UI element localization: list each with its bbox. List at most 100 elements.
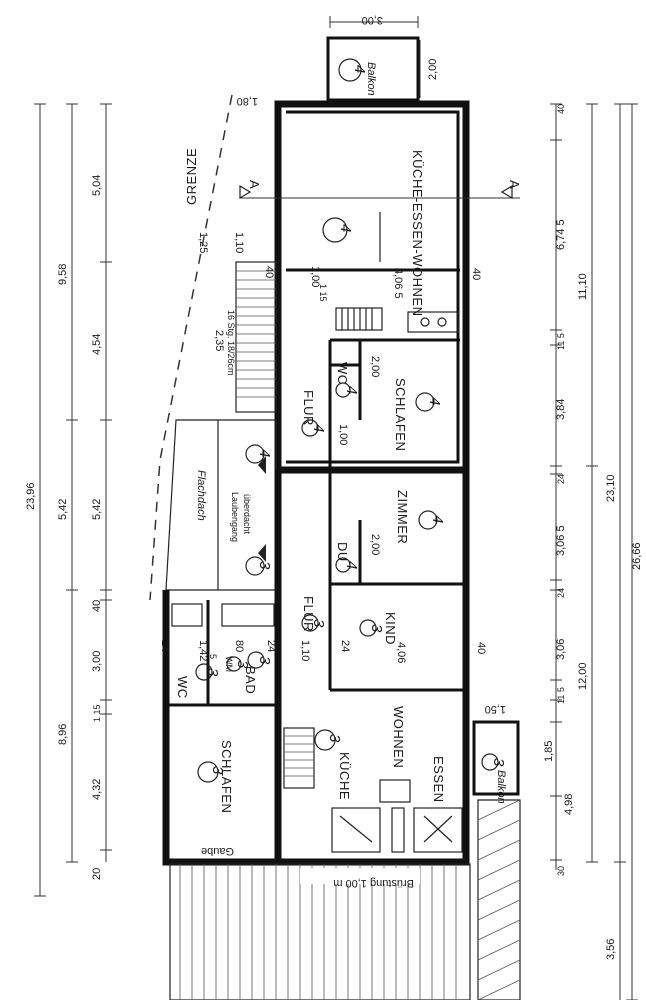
section-a-right: A <box>507 180 522 189</box>
outdoor-stairs <box>235 261 277 413</box>
unit-num-balkon-top: 4 <box>351 65 368 73</box>
dim-d-110b: 1,10 <box>299 640 311 661</box>
dim-left-mid-2: 5,42 <box>57 499 69 520</box>
unit-num-wm: 3 <box>234 660 251 669</box>
balkon-top <box>326 36 420 102</box>
unit-num-wc-lower: 3 <box>204 668 221 677</box>
label-balkon-top: Balkon <box>365 62 377 96</box>
dim-left-inner-4: 40 <box>91 600 103 612</box>
dim-d-100a: 1,00 <box>309 266 321 287</box>
dim-right-inner-1: 40 <box>556 104 566 114</box>
dim-right-inner-11: 4,98 <box>563 794 575 815</box>
room-bad: BAD <box>243 666 258 694</box>
dim-left-inner-7: 4,32 <box>91 779 103 800</box>
dim-d-24c: 24 <box>339 640 351 652</box>
dim-d-100b: 1,00 <box>337 424 349 445</box>
dim-right-outer-1: 23,10 <box>605 474 617 502</box>
dim-balkon-top-width: 3,00 <box>362 14 383 26</box>
dim-right-inner-4: 3,84 <box>555 399 567 420</box>
unit-num-zimmer: 4 <box>429 515 446 523</box>
dim-right-inner-8: 3,06 <box>555 639 567 660</box>
dim-d-125: 1,25 <box>197 232 209 253</box>
dim-right-inner-2: 6,74 5 <box>555 219 567 250</box>
dim-d-24a: 24 <box>159 640 171 652</box>
dim-balkon-top-depth: 2,00 <box>427 59 439 80</box>
dim-left-mid-1: 9,58 <box>57 264 69 285</box>
label-flachdach: Flachdach <box>195 470 207 521</box>
unit-num-schlafen-lower: 3 <box>209 766 226 775</box>
section-a-left: A <box>247 180 262 189</box>
dim-top-offset: 1,80 <box>237 95 258 107</box>
label-grenze: GRENZE <box>184 148 199 205</box>
dim-right-mid-1: 11,10 <box>577 273 589 300</box>
unit-num-kew: 4 <box>337 224 354 232</box>
unit-circle-kew <box>322 217 348 243</box>
dim-left-inner-2: 4,54 <box>91 334 103 355</box>
label-stairs: 16 Stg. 18/26cm <box>226 310 236 376</box>
dim-d-40a: 40 <box>263 266 275 278</box>
unit-num-du: 4 <box>343 561 360 569</box>
dim-d-5: 5 <box>208 654 218 659</box>
unit-num-kind: 3 <box>368 624 385 633</box>
dim-right-outer-2: 26,66 <box>631 542 643 570</box>
room-zimmer: ZIMMER <box>395 490 410 544</box>
dim-d-80: 80 <box>233 640 245 652</box>
label-laubengang: Laubengang <box>230 492 240 542</box>
balkon-bottom <box>472 720 520 796</box>
dim-d-200a: 2,00 <box>369 356 381 377</box>
room-wm: WM <box>224 656 234 672</box>
dim-d-40c: 40 <box>475 642 487 654</box>
room-schlafen-lower: SCHLAFEN <box>219 740 234 813</box>
room-wohnen: WOHNEN <box>391 706 406 768</box>
label-ueberdacht: überdacht <box>242 494 252 535</box>
dim-d-115a: 1 15 <box>318 284 328 302</box>
dim-d-24b: 24 <box>265 640 277 652</box>
dim-right-inner-7: 24 <box>556 588 566 598</box>
dim-right-inner-12: 30 <box>556 866 566 876</box>
room-schlafen-upper: SCHLAFEN <box>393 378 408 451</box>
room-kueche: KÜCHE <box>337 752 352 800</box>
unit-num-flur-upper: 4 <box>310 424 327 432</box>
dim-right-inner-9: 11 5 <box>556 687 566 704</box>
unit-num-bad: 3 <box>256 656 273 665</box>
room-wc-lower: WC <box>175 676 190 699</box>
dim-right-inner-6: 3,06 5 <box>555 525 567 556</box>
dim-balkon-bottom-width: 1,50 <box>485 703 506 715</box>
dim-left-inner-6: 1 15 <box>92 704 102 722</box>
dim-d-142: 1,42 <box>197 640 209 661</box>
unit-circle-balkon-top <box>338 58 362 82</box>
dim-left-inner-1: 5,04 <box>91 175 103 196</box>
dim-d-406: 4,06 <box>395 642 407 663</box>
dim-d-40b: 40 <box>470 268 482 280</box>
room-flur-lower: FLUR <box>301 596 316 632</box>
unit-num-balkon-bottom: 3 <box>490 758 507 767</box>
dim-left-inner-5: 3,00 <box>91 651 103 672</box>
unit-num-flachdach-3: 3 <box>256 561 273 570</box>
unit-num-kueche: 3 <box>326 734 343 743</box>
dim-d-110: 1,10 <box>233 232 245 253</box>
dim-right-mid-2: 12,00 <box>577 662 589 690</box>
label-bruestung: Brüstung 1,00 m <box>333 877 414 889</box>
room-wc-upper: WC <box>335 362 350 385</box>
dim-left-inner-3: 5,42 <box>91 499 103 520</box>
dim-right-inner-3: 11 5 <box>556 333 566 350</box>
dim-d-4065a: 4,06 5 <box>392 268 404 299</box>
unit-num-schlafen-upper: 4 <box>426 397 443 405</box>
dim-left-outer: 23,96 <box>25 482 37 510</box>
unit-num-wc-upper: 4 <box>343 386 360 394</box>
lower-unit-walls <box>162 590 470 866</box>
unit-num-flur-lower: 3 <box>310 619 327 628</box>
dim-d-200b: 2,00 <box>369 534 381 555</box>
dim-left-mid-3: 8,96 <box>57 724 69 745</box>
room-essen: ESSEN <box>431 756 446 803</box>
room-kueche-essen-wohnen: KÜCHE-ESSEN-WOHNEN <box>410 150 425 316</box>
room-du: DU <box>335 542 350 562</box>
dim-right-outer-3: 3,56 <box>605 939 617 960</box>
label-gaube: Gaube <box>201 845 234 857</box>
unit-num-flachdach-4: 4 <box>256 449 273 457</box>
dim-left-inner-8: 20 <box>91 868 103 880</box>
roof-hatched <box>169 863 471 1000</box>
label-balkon-bottom: Balkon <box>495 770 507 804</box>
dim-d-235: 2,35 <box>213 330 225 351</box>
